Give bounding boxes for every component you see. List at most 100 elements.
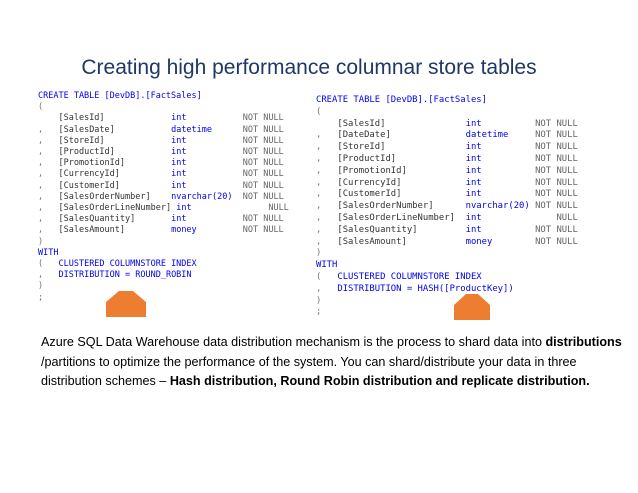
column-comma: ,: [316, 189, 322, 200]
column-comma: ,: [316, 236, 322, 247]
caption-part-2: /partitions to optimize the performance …: [41, 354, 577, 389]
column-comma: ,: [38, 147, 44, 158]
column-definition-row: , [SalesOrderLineNumber] int NULL: [38, 203, 289, 214]
column-definition-row: , [SalesQuantity] int NOT NULL: [316, 225, 578, 237]
column-name: [ProductId]: [337, 153, 397, 164]
column-comma: ,: [38, 158, 44, 169]
column-comma: ,: [316, 153, 322, 164]
caption-text: Azure SQL Data Warehouse data distributi…: [41, 333, 626, 392]
column-type: money: [171, 225, 197, 236]
column-nullability: NOT NULL: [242, 169, 284, 180]
column-type: nvarchar(20): [465, 201, 530, 212]
column-name: [SalesQuantity]: [337, 224, 418, 235]
create-table-statement: CREATE TABLE [DevDB].[FactSales]: [316, 95, 487, 105]
column-definition-row: , [SalesDate] datetime NOT NULL: [38, 125, 289, 136]
code-block-hash: CREATE TABLE [DevDB].[FactSales]( [Sales…: [316, 95, 578, 319]
distribution-option: DISTRIBUTION = ROUND_ROBIN: [58, 270, 192, 281]
column-definition-row: [SalesId] int NOT NULL: [316, 118, 578, 131]
open-paren: (: [316, 106, 322, 117]
column-nullability: NOT NULL: [535, 236, 578, 247]
column-definition-row: , [SalesOrderNumber] nvarchar(20) NOT NU…: [38, 192, 289, 203]
with-close-paren: ): [38, 281, 44, 292]
column-definition-row: , [CurrencyId] int NOT NULL: [38, 169, 289, 180]
column-comma: ,: [316, 201, 322, 212]
semicolon: ;: [38, 292, 44, 303]
column-name: [CustomerId]: [337, 189, 402, 200]
column-nullability: NOT NULL: [535, 118, 578, 129]
column-type: int: [465, 224, 482, 235]
column-definition-row: , [SalesQuantity] int NOT NULL: [38, 214, 289, 225]
column-type: int: [171, 113, 187, 124]
column-definition-row: , [PromotionId] int NOT NULL: [38, 158, 289, 169]
column-type: int: [176, 203, 192, 214]
create-table-statement: CREATE TABLE [DevDB].[FactSales]: [38, 91, 202, 101]
column-comma: ,: [38, 225, 44, 236]
caption-bold-schemes: Hash distribution, Round Robin distribut…: [169, 374, 590, 388]
column-comma: ,: [38, 214, 44, 225]
column-definition-row: , [ProductId] int NOT NULL: [316, 154, 578, 166]
column-type: int: [465, 177, 482, 188]
column-name: [PromotionId]: [337, 165, 407, 176]
with-close-paren: ): [316, 295, 322, 306]
column-definition-row: , [CustomerId] int NOT NULL: [38, 181, 289, 192]
column-name: [PromotionId]: [58, 158, 126, 169]
semicolon: ;: [316, 307, 322, 318]
with-keyword: WITH: [38, 247, 59, 258]
column-comma: ,: [316, 224, 322, 235]
column-comma: ,: [38, 135, 44, 146]
column-comma: ,: [316, 212, 322, 223]
column-nullability: NOT NULL: [242, 180, 284, 191]
with-open-paren: (: [38, 259, 44, 270]
code-block-round-robin: CREATE TABLE [DevDB].[FactSales] ( [Sales…: [38, 91, 289, 304]
caption-bold-distributions: distributions: [545, 335, 622, 349]
column-nullability: NOT NULL: [242, 214, 284, 225]
column-name: [SalesId]: [337, 118, 386, 129]
column-definition-row: , [StoreId] int NOT NULL: [316, 142, 578, 154]
column-nullability: NOT NULL: [535, 130, 578, 141]
column-definition-row: , [CustomerId] int NOT NULL: [316, 189, 578, 201]
column-nullability: NULL: [268, 203, 289, 214]
column-definition-row: , [ProductId] int NOT NULL: [38, 147, 289, 158]
column-name: [SalesOrderLineNumber]: [337, 212, 455, 223]
column-name: [SalesDate]: [58, 124, 115, 135]
column-nullability: NOT NULL: [242, 191, 284, 202]
clustered-columnstore-option: CLUSTERED COLUMNSTORE INDEX: [58, 259, 197, 270]
column-type: datetime: [465, 130, 509, 141]
column-comma: ,: [316, 165, 322, 176]
column-nullability: NOT NULL: [535, 153, 578, 164]
column-nullability: NOT NULL: [535, 201, 578, 212]
column-type: datetime: [171, 124, 213, 135]
column-name: [CustomerId]: [58, 180, 120, 191]
column-comma: ,: [38, 124, 44, 135]
with-comma: ,: [316, 283, 322, 294]
column-type: money: [465, 236, 493, 247]
column-comma: ,: [38, 203, 44, 214]
column-name: [StoreId]: [58, 135, 105, 146]
column-nullability: NOT NULL: [535, 177, 578, 188]
column-comma: ,: [38, 169, 44, 180]
column-name: [DateDate]: [337, 130, 391, 141]
close-paren: ): [316, 248, 322, 259]
column-definition-row: , [CurrencyId] int NOT NULL: [316, 178, 578, 190]
column-name: [SalesOrderLineNumber]: [58, 203, 172, 214]
column-nullability: NOT NULL: [242, 135, 284, 146]
column-comma: ,: [38, 180, 44, 191]
column-nullability: NOT NULL: [242, 225, 284, 236]
column-type: int: [465, 118, 482, 129]
column-nullability: NOT NULL: [535, 165, 578, 176]
column-comma: ,: [38, 191, 44, 202]
column-name: [SalesAmount]: [337, 236, 407, 247]
column-type: int: [171, 158, 187, 169]
column-type: int: [465, 153, 482, 164]
column-type: int: [465, 142, 482, 153]
column-definition-row: , [SalesOrderLineNumber] int NULL: [316, 213, 578, 225]
column-nullability: NOT NULL: [242, 113, 284, 124]
column-comma: ,: [316, 130, 322, 141]
column-name: [SalesOrderNumber]: [337, 201, 434, 212]
column-name: [SalesId]: [58, 113, 105, 124]
column-type: int: [171, 214, 187, 225]
column-name: [SalesAmount]: [58, 225, 126, 236]
with-keyword: WITH: [316, 260, 338, 271]
column-name: [CurrencyId]: [337, 177, 402, 188]
column-type: int: [171, 147, 187, 158]
